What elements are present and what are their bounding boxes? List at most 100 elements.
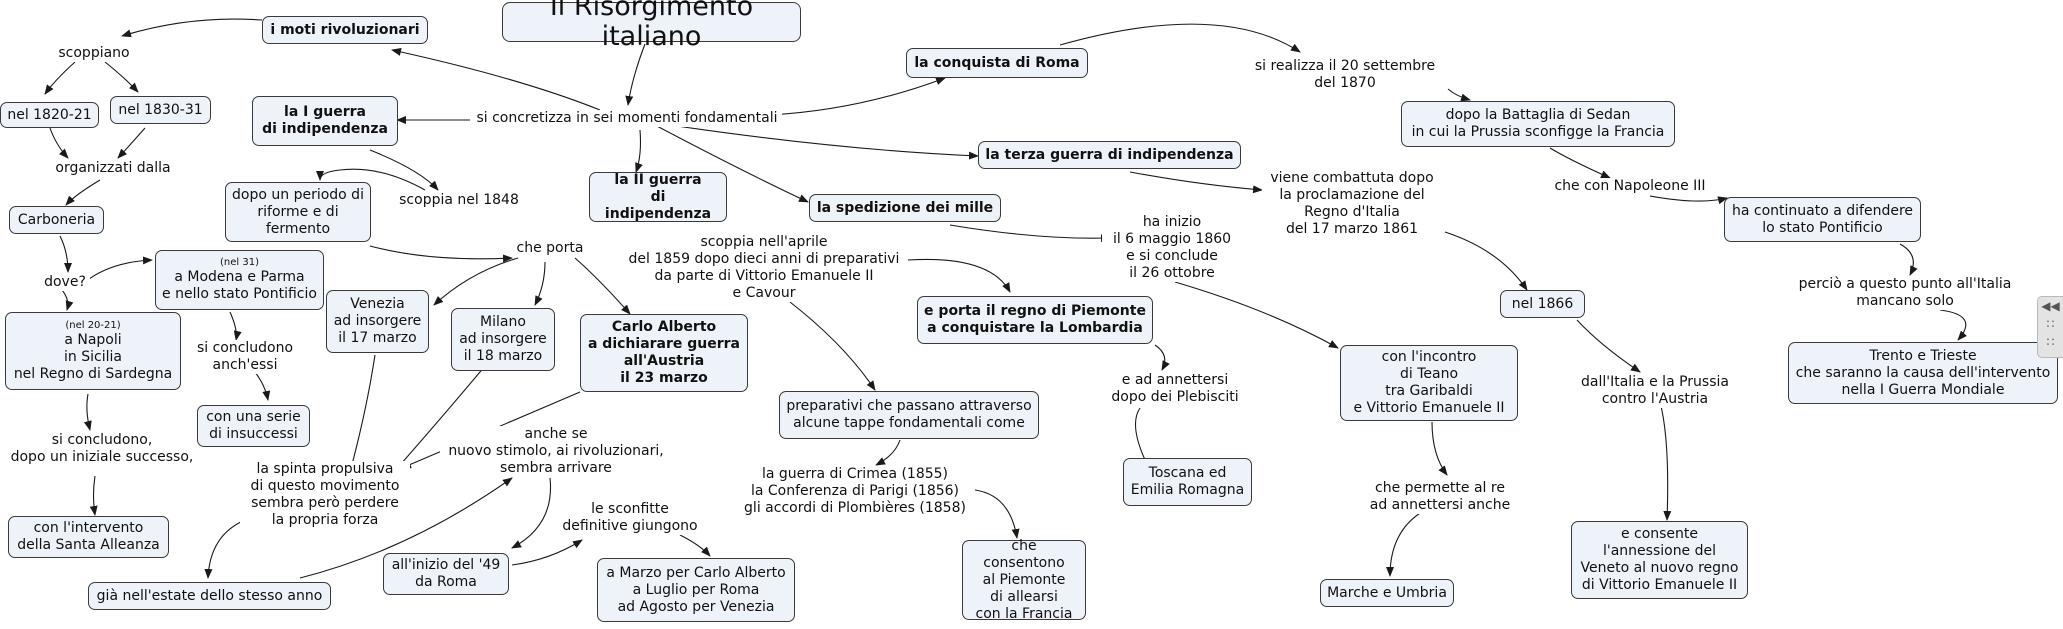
node-veneto: e consente l'annessione del Veneto al nu… [1571,521,1748,599]
side-panel-tab[interactable]: ◀◀ ∷ ∷ [2037,296,2063,358]
node-modena-text: a Modena e Parma e nello stato Pontifici… [162,269,317,302]
node-terza-guerra: la terza guerra di indipendenza [978,141,1241,169]
edge [204,519,246,579]
edge [369,149,439,191]
label-permette: che permette al re ad annettersi anche [1360,480,1520,514]
node-periodo-riforme: dopo un periodo di riforme e di fermento [225,182,371,242]
edge [44,61,76,95]
label-organizzati: organizzati dalla [48,160,178,177]
label-percio: perciò a questo punto all'Italia mancano… [1795,276,2015,310]
edge [769,77,946,116]
label-spinta: la spinta propulsiva di questo movimento… [240,461,410,529]
edge [534,261,546,306]
edge [1939,309,1967,341]
edge [875,439,901,466]
edge [654,124,809,203]
edge [1576,319,1641,373]
node-1830: nel 1830-31 [110,96,211,124]
node-inizio-49: all'inizio del '49 da Roma [383,553,509,595]
edge [61,289,74,311]
edge [433,257,519,306]
collapse-arrows-icon: ◀◀ [2041,299,2060,313]
node-napoli: (nel 20-21) a Napoli in Sicilia nel Regn… [5,312,181,390]
node-alleati-francia: che consentono al Piemonte di allearsi c… [962,538,1086,622]
node-spedizione-mille: la spedizione dei mille [809,194,1001,222]
node-toscana: Toscana ed Emilia Romagna [1123,458,1252,506]
label-crimea: la guerra di Crimea (1855) la Conferenza… [735,466,975,517]
edge [1386,509,1426,577]
edge [511,477,552,549]
edge [229,311,242,341]
edge [1129,171,1263,194]
node-marche-umbria: Marche e Umbria [1320,579,1454,607]
label-scoppia-aprile: scoppia nell'aprile del 1859 dopo dieci … [620,234,908,302]
edge [1447,88,1471,102]
node-piemonte-lombardia: e porta il regno di Piemonte a conquista… [917,296,1153,344]
label-dove: dove? [40,274,90,291]
node-sedan: dopo la Battaglia di Sedan in cui la Pru… [1401,101,1675,147]
node-moti-rivoluzionari: i moti rivoluzionari [262,16,428,44]
edge [625,43,646,106]
label-anche-se: anche se nuovo stimolo, ai rivoluzionari… [440,426,672,477]
node-santa-alleanza: con l'intervento della Santa Alleanza [8,516,169,558]
node-pontificio: ha continuato a difendere lo stato Ponti… [1724,197,1921,242]
node-preparativi: preparativi che passano attraverso alcun… [779,391,1039,439]
edge [574,257,631,315]
edge [117,127,146,159]
edge [299,477,513,579]
edge [121,18,263,38]
edge [1549,147,1611,179]
node-trento-trieste: Trento e Trieste che saranno la causa de… [1788,342,2058,404]
edge [669,124,979,160]
node-1820: nel 1820-21 [0,102,99,128]
diagram-title: Il Risorgimento italiano [502,0,801,52]
node-venezia: Venezia ad insorgere il 17 marzo [326,290,429,353]
edge [83,393,92,431]
label-italia-prussia: dall'Italia e la Prussia contro l'Austri… [1560,374,1750,408]
edge [104,61,139,93]
node-teano: con l'incontro di Teano tra Garibaldi e … [1340,345,1518,421]
label-che-porta: che porta [510,240,590,257]
edge [789,301,876,391]
node-conquista-roma: la conquista di Roma [906,48,1088,78]
edge [679,534,711,557]
label-sconfitte: le sconfitte definitive giungono [555,501,705,535]
edge [84,256,153,283]
label-scoppiano: scoppiano [54,45,134,62]
label-annettersi-plebisciti: e ad annettersi dopo dei Plebisciti [1100,372,1250,406]
edge [89,475,98,516]
edge [1431,421,1448,476]
edge [1649,195,1728,205]
edge [1174,281,1339,349]
label-si-concludono-dopo: si concludono, dopo un iniziale successo… [2,432,202,466]
edge [316,168,426,191]
edge [1059,23,1301,53]
edge [1659,401,1672,521]
edge [49,127,69,159]
node-carboneria: Carboneria [9,206,104,234]
node-carlo-alberto: Carlo Alberto a dichiarare guerra all'Au… [580,314,748,392]
node-modena-note: (nel 31) [220,257,259,268]
label-ha-inizio: ha inizio il 6 maggio 1860 e si conclude… [1102,214,1242,282]
edge [1154,344,1170,371]
node-napoli-note: (nel 20-21) [65,319,121,331]
node-napoli-text: a Napoli in Sicilia nel Regno di Sardegn… [13,331,173,382]
node-ii-guerra: la II guerra di indipendenza [589,172,727,222]
node-marzo: a Marzo per Carlo Alberto a Luglio per R… [597,558,795,622]
edge [65,179,101,206]
grip-icon-2: ∷ [2046,335,2055,349]
edge [949,224,1111,243]
node-modena: (nel 31) a Modena e Parma e nello stato … [155,250,324,310]
edge [1444,231,1528,291]
edge [59,235,72,273]
label-sei-momenti: si concretizza in sei momenti fondamenta… [472,110,782,127]
edge [511,539,583,566]
edge [369,245,513,263]
edge [907,258,1011,293]
node-milano: Milano ad insorgere il 18 marzo [451,308,555,371]
grip-icon: ∷ [2046,317,2055,331]
node-estate: già nell'estate dello stesso anno [88,582,331,610]
label-scoppia-1848: scoppia nel 1848 [394,192,524,209]
edge [391,48,601,111]
label-si-concludono-anch: si concludono anch'essi [190,340,300,374]
